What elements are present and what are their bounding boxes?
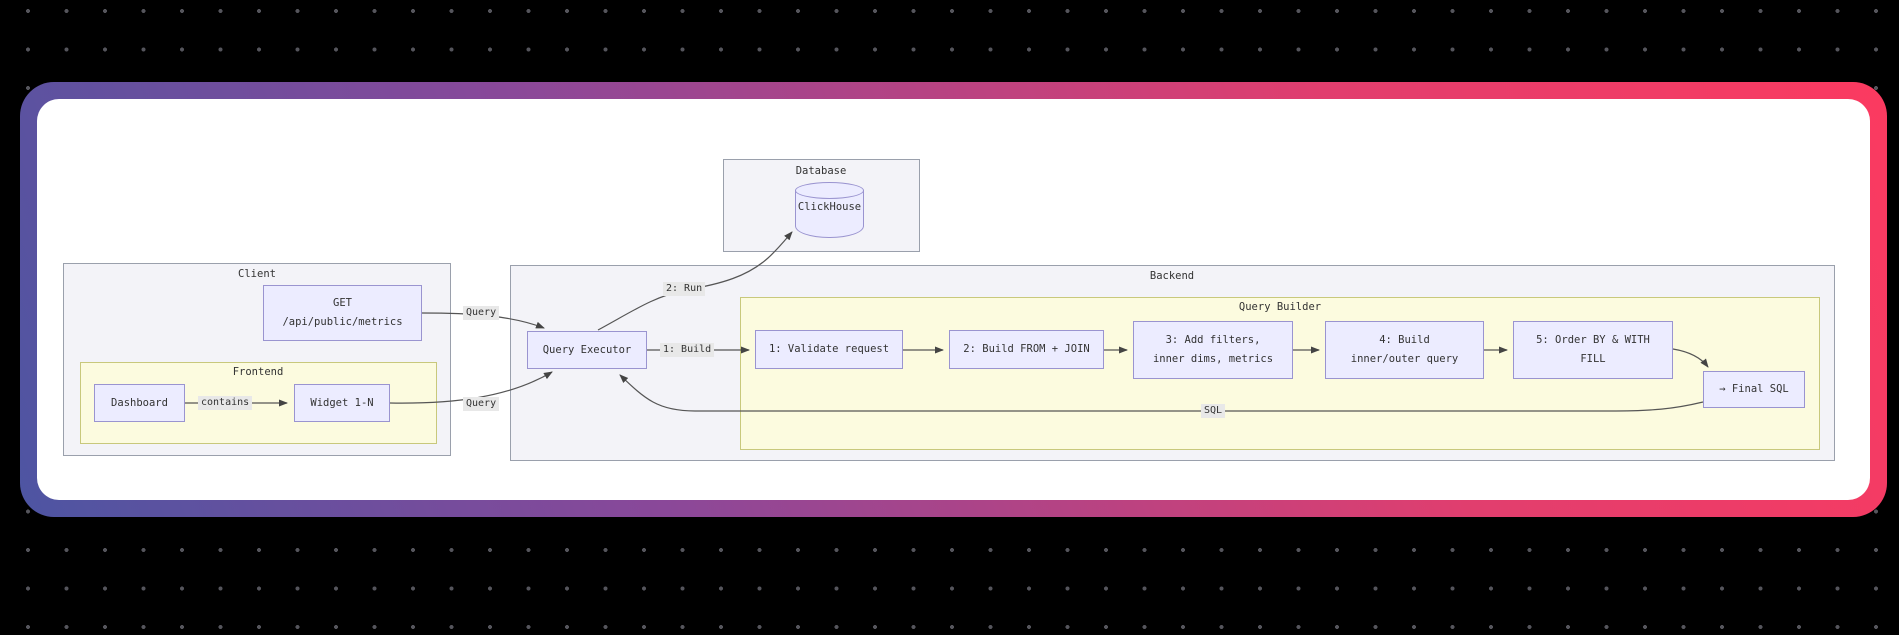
node-step4-line1: 4: Build	[1379, 334, 1430, 346]
node-step5-line1: 5: Order BY & WITH	[1536, 334, 1650, 346]
node-step4-line2: inner/outer query	[1350, 353, 1459, 365]
node-step1-validate: 1: Validate request	[755, 330, 903, 369]
node-step5-order-by: 5: Order BY & WITH FILL	[1513, 321, 1673, 379]
clickhouse-cylinder-top	[795, 182, 864, 199]
node-step4-build-inner-outer: 4: Build inner/outer query	[1325, 321, 1484, 379]
edge-label-sql: SQL	[1201, 404, 1226, 418]
edge-label-build: 1: Build	[660, 343, 715, 357]
cluster-label-database: Database	[795, 165, 847, 177]
edge-label-run: 2: Run	[663, 282, 706, 296]
node-step3-add-filters: 3: Add filters, inner dims, metrics	[1133, 321, 1293, 379]
node-final-sql: → Final SQL	[1703, 371, 1805, 408]
edge-final-sql-executor	[619, 374, 1704, 412]
node-get-endpoint-line1: GET	[333, 297, 352, 309]
node-query-executor: Query Executor	[527, 331, 647, 369]
cluster-label-client: Client	[238, 268, 276, 280]
edge-label-contains: contains	[198, 396, 253, 410]
cluster-label-backend: Backend	[1149, 270, 1195, 282]
edge-label-query-top: Query	[463, 306, 500, 320]
cluster-label-frontend: Frontend	[232, 366, 284, 378]
node-step2-build-from-join: 2: Build FROM + JOIN	[949, 330, 1104, 369]
edge-label-query-bottom: Query	[463, 397, 500, 411]
node-dashboard: Dashboard	[94, 384, 185, 422]
node-get-endpoint-line2: /api/public/metrics	[282, 316, 403, 328]
node-step5-line2: FILL	[1580, 353, 1606, 365]
node-widget: Widget 1-N	[294, 384, 390, 422]
node-step3-line1: 3: Add filters,	[1165, 334, 1261, 346]
node-get-endpoint: GET /api/public/metrics	[263, 285, 422, 341]
edge-step5-final-sql	[1672, 348, 1709, 368]
node-clickhouse: ClickHouse	[797, 201, 862, 213]
node-step3-line2: inner dims, metrics	[1152, 353, 1274, 365]
edge-executor-run-clickhouse	[597, 231, 793, 331]
cluster-label-query-builder: Query Builder	[1238, 301, 1322, 313]
